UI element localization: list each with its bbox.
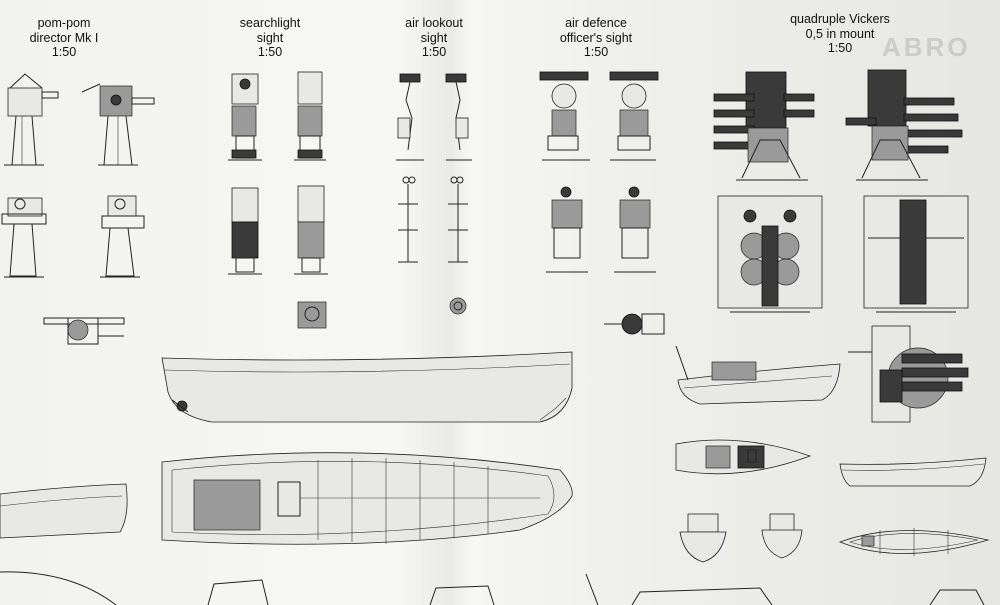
pompom-director-rear-view (1, 197, 47, 278)
air-lookout-sight-rear-view (398, 176, 418, 263)
header-airdefence-line1: air defence (565, 16, 627, 30)
searchlight-sight-rear-view-2 (294, 185, 328, 275)
motor-boat-front-view (679, 513, 727, 563)
searchlight-sight-top-view (297, 301, 327, 329)
motor-boat-side-view (675, 345, 841, 405)
motor-boat-rear-view (761, 513, 803, 559)
header-airlookout-line1: air lookout (405, 16, 463, 30)
vickers-mount-shield-view (717, 195, 823, 313)
left-hull-section (0, 483, 128, 539)
header-airlookout-line2: sight (420, 30, 448, 45)
header-searchlight-line2: sight (256, 30, 284, 45)
pompom-director-front-view (81, 83, 155, 166)
searchlight-sight-rear-view (228, 187, 262, 275)
header-pompom-scale: 1:50 (51, 45, 77, 59)
air-defence-sight-rear-view-2 (614, 186, 656, 273)
pompom-director-side-view (4, 73, 59, 166)
vickers-mount-rear-view (863, 195, 969, 313)
header-vickers-line1: quadruple Vickers (790, 12, 890, 26)
vickers-mount-side-view (713, 71, 815, 181)
header-pompom-line2: director Mk I (29, 30, 99, 45)
header-air-lookout-sight: air lookout sight 1:50 (396, 16, 472, 60)
motor-boat-plan-view (675, 439, 812, 475)
header-searchlight-line1: searchlight (239, 16, 301, 30)
dinghy-side-view (839, 457, 987, 487)
header-airdefence-line2: officer's sight (559, 30, 633, 45)
header-airlookout-scale: 1:50 (421, 45, 447, 59)
air-defence-sight-front-view (609, 71, 659, 161)
header-quadruple-vickers: quadruple Vickers 0,5 in mount 1:50 (778, 12, 902, 56)
air-lookout-sight-rear-view-2 (448, 176, 468, 263)
header-vickers-line2: 0,5 in mount (805, 26, 875, 41)
header-air-defence-sight: air defence officer's sight 1:50 (548, 16, 644, 60)
header-pompom-line1: pom-pom (37, 16, 91, 30)
air-lookout-sight-front-view (445, 73, 472, 161)
air-defence-sight-top-view (604, 313, 665, 335)
header-searchlight-sight: searchlight sight 1:50 (232, 16, 308, 60)
air-defence-sight-rear-view (546, 186, 588, 273)
vickers-mount-top-view (848, 325, 969, 423)
header-pompom-director: pom-pom director Mk I 1:50 (22, 16, 106, 60)
air-defence-sight-side-view (539, 71, 590, 161)
dinghy-plan-view (838, 528, 990, 556)
pompom-director-rear-view-2 (100, 195, 145, 278)
watermark-logo: ABRO (882, 32, 971, 62)
header-airdefence-scale: 1:50 (583, 45, 609, 59)
searchlight-sight-side-view (228, 73, 262, 161)
large-boat-plan-view (161, 452, 573, 545)
pompom-director-top-view (43, 317, 125, 345)
air-lookout-sight-side-view (396, 73, 424, 161)
large-boat-side-view (161, 351, 573, 423)
air-lookout-sight-top-view (449, 297, 467, 315)
header-searchlight-scale: 1:50 (257, 45, 283, 59)
header-vickers-scale: 1:50 (827, 41, 853, 55)
vickers-mount-front-view (845, 69, 963, 181)
bottom-hull-fragments (0, 571, 985, 605)
searchlight-sight-front-view (294, 71, 326, 161)
